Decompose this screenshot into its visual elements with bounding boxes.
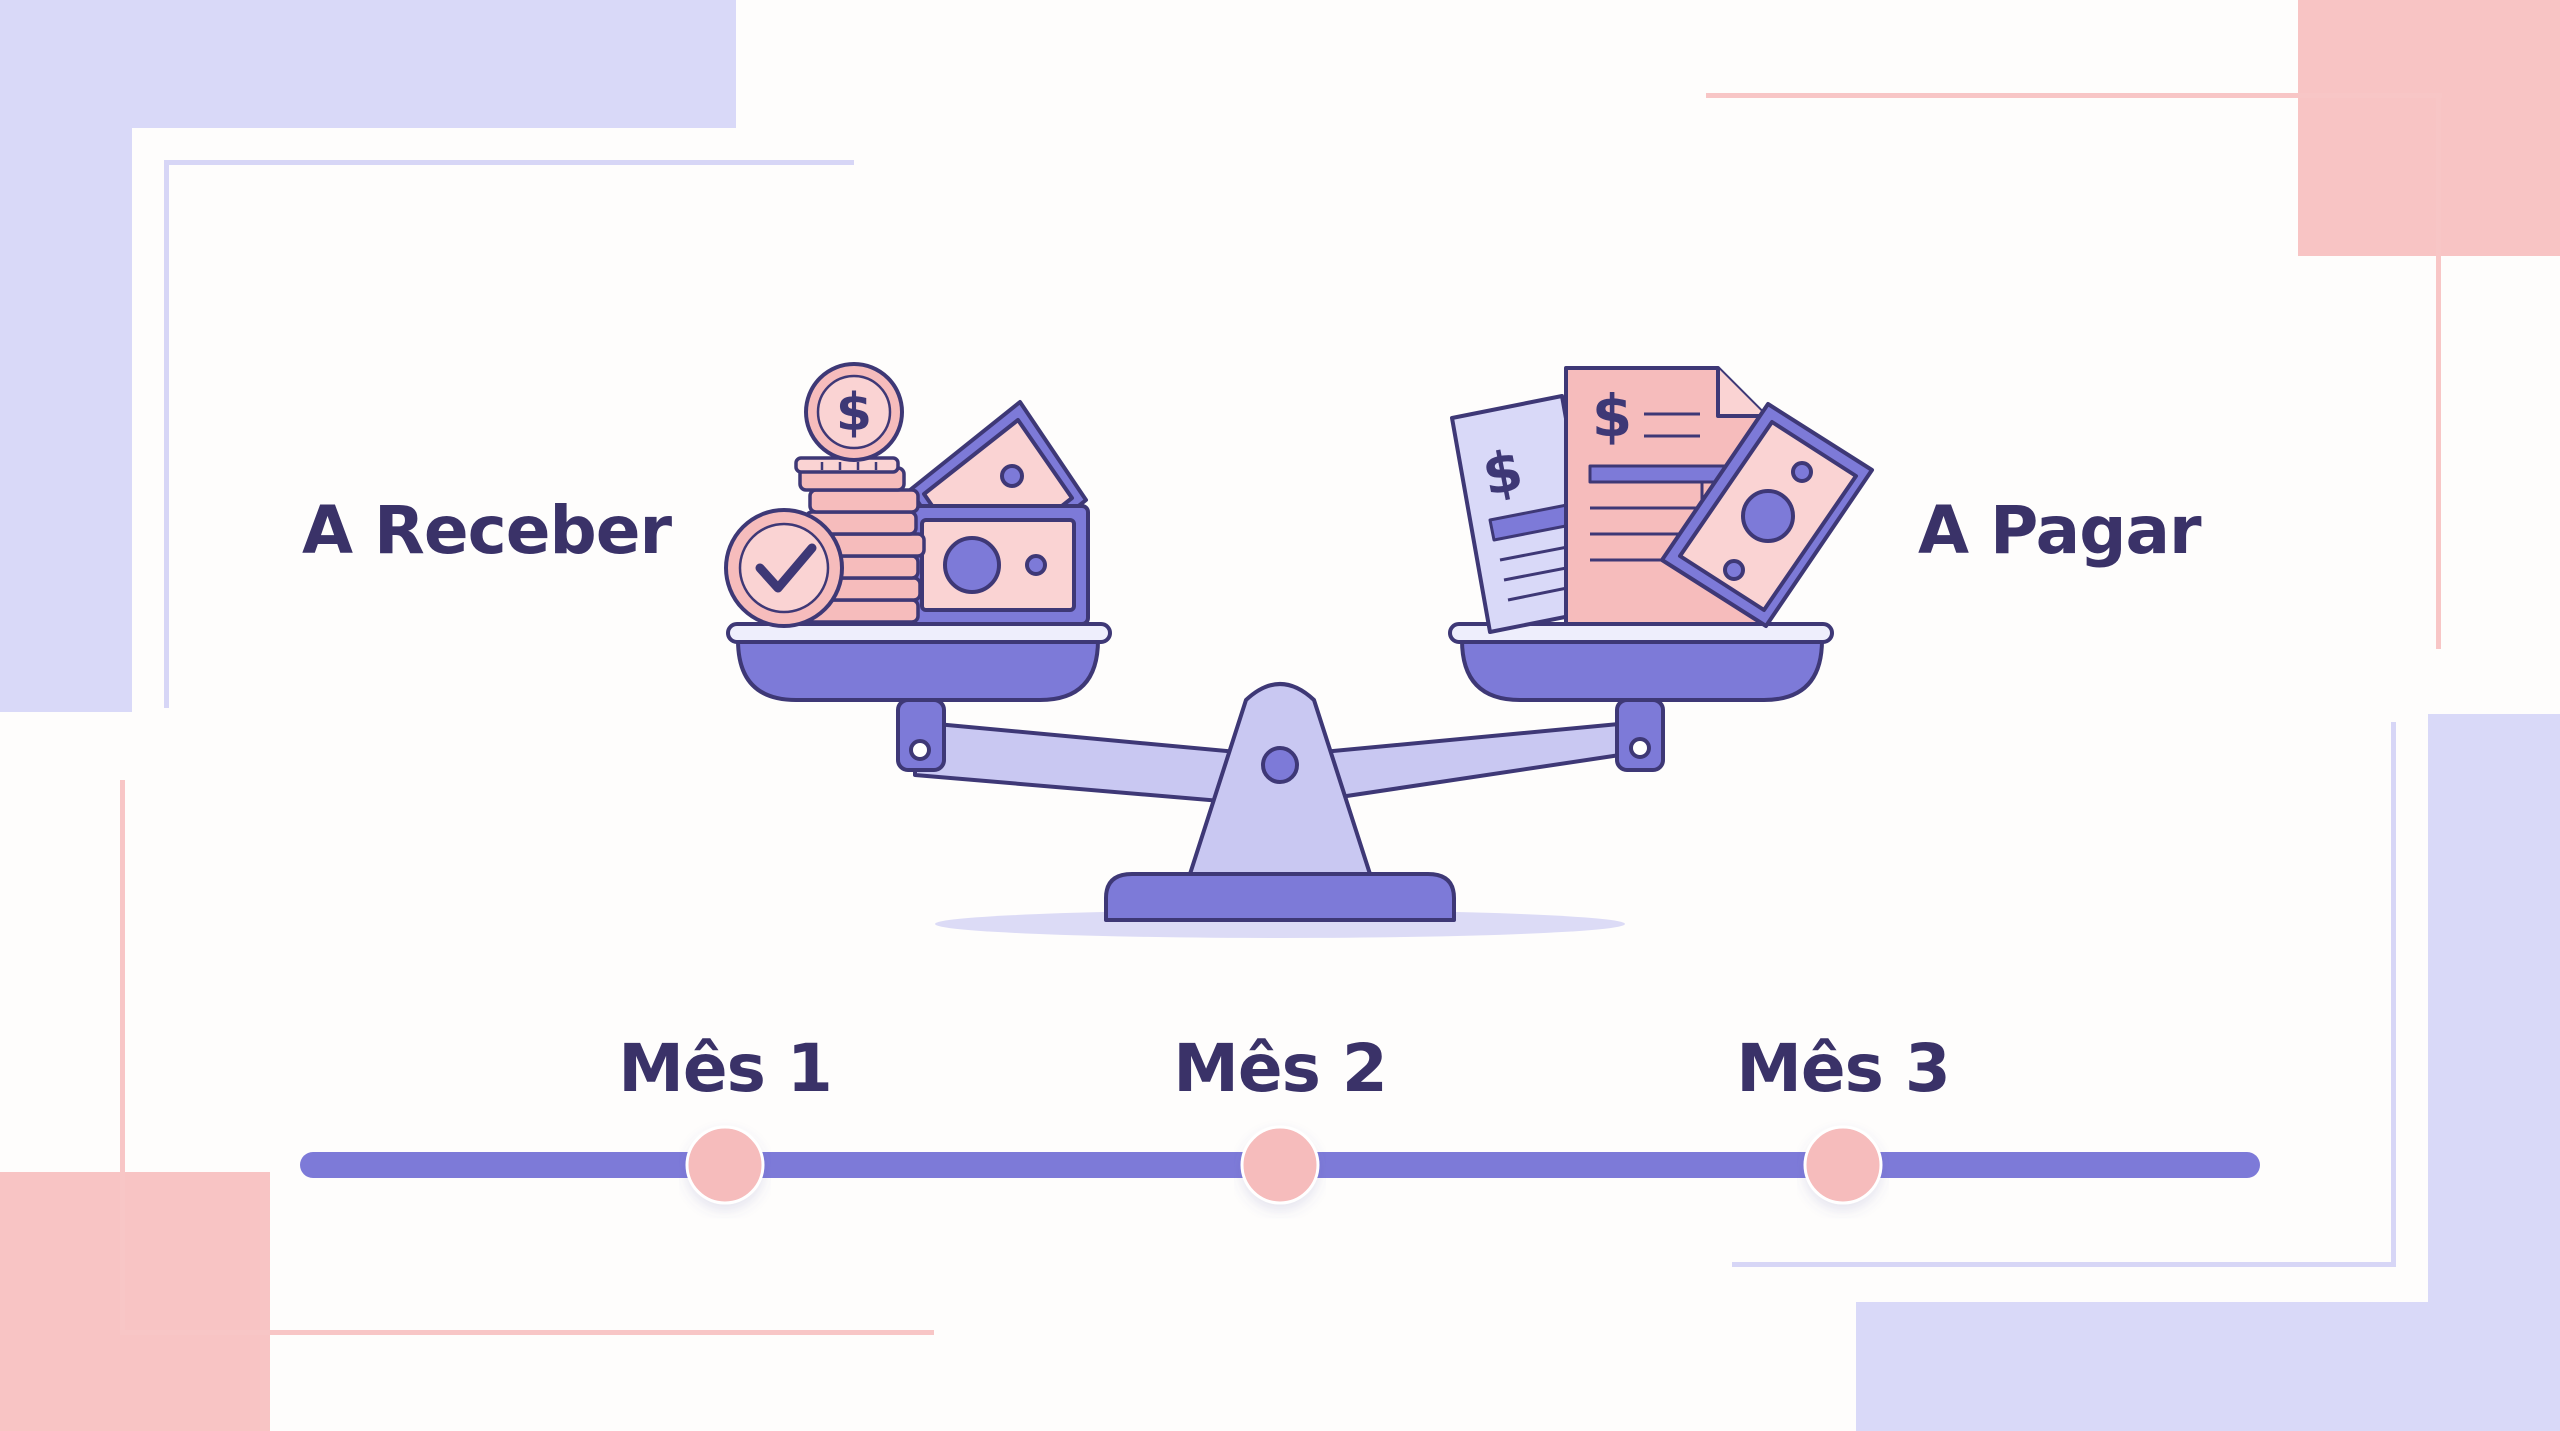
timeline-marker-1	[685, 1125, 765, 1205]
svg-text:$: $	[836, 383, 872, 443]
receivable-label: A Receber	[302, 492, 672, 569]
banknote-icon	[906, 400, 1090, 626]
payable-label: A Pagar	[1918, 492, 2202, 569]
invoice-document-icon: $	[1450, 394, 1602, 634]
left-pan	[726, 622, 1112, 702]
timeline	[300, 1125, 2260, 1205]
right-pan	[1448, 622, 1834, 702]
balance-scale-icon	[896, 682, 1665, 922]
svg-text:$: $	[1592, 382, 1632, 450]
dollar-coin-icon: $	[804, 362, 904, 462]
timeline-label-month-3: Mês 3	[1736, 1030, 1951, 1107]
timeline-label-month-1: Mês 1	[618, 1030, 833, 1107]
timeline-label-month-2: Mês 2	[1173, 1030, 1388, 1107]
timeline-marker-3	[1803, 1125, 1883, 1205]
check-coin-icon	[724, 508, 844, 628]
banknote-icon-right	[1660, 402, 1874, 628]
timeline-marker-2	[1240, 1125, 1320, 1205]
